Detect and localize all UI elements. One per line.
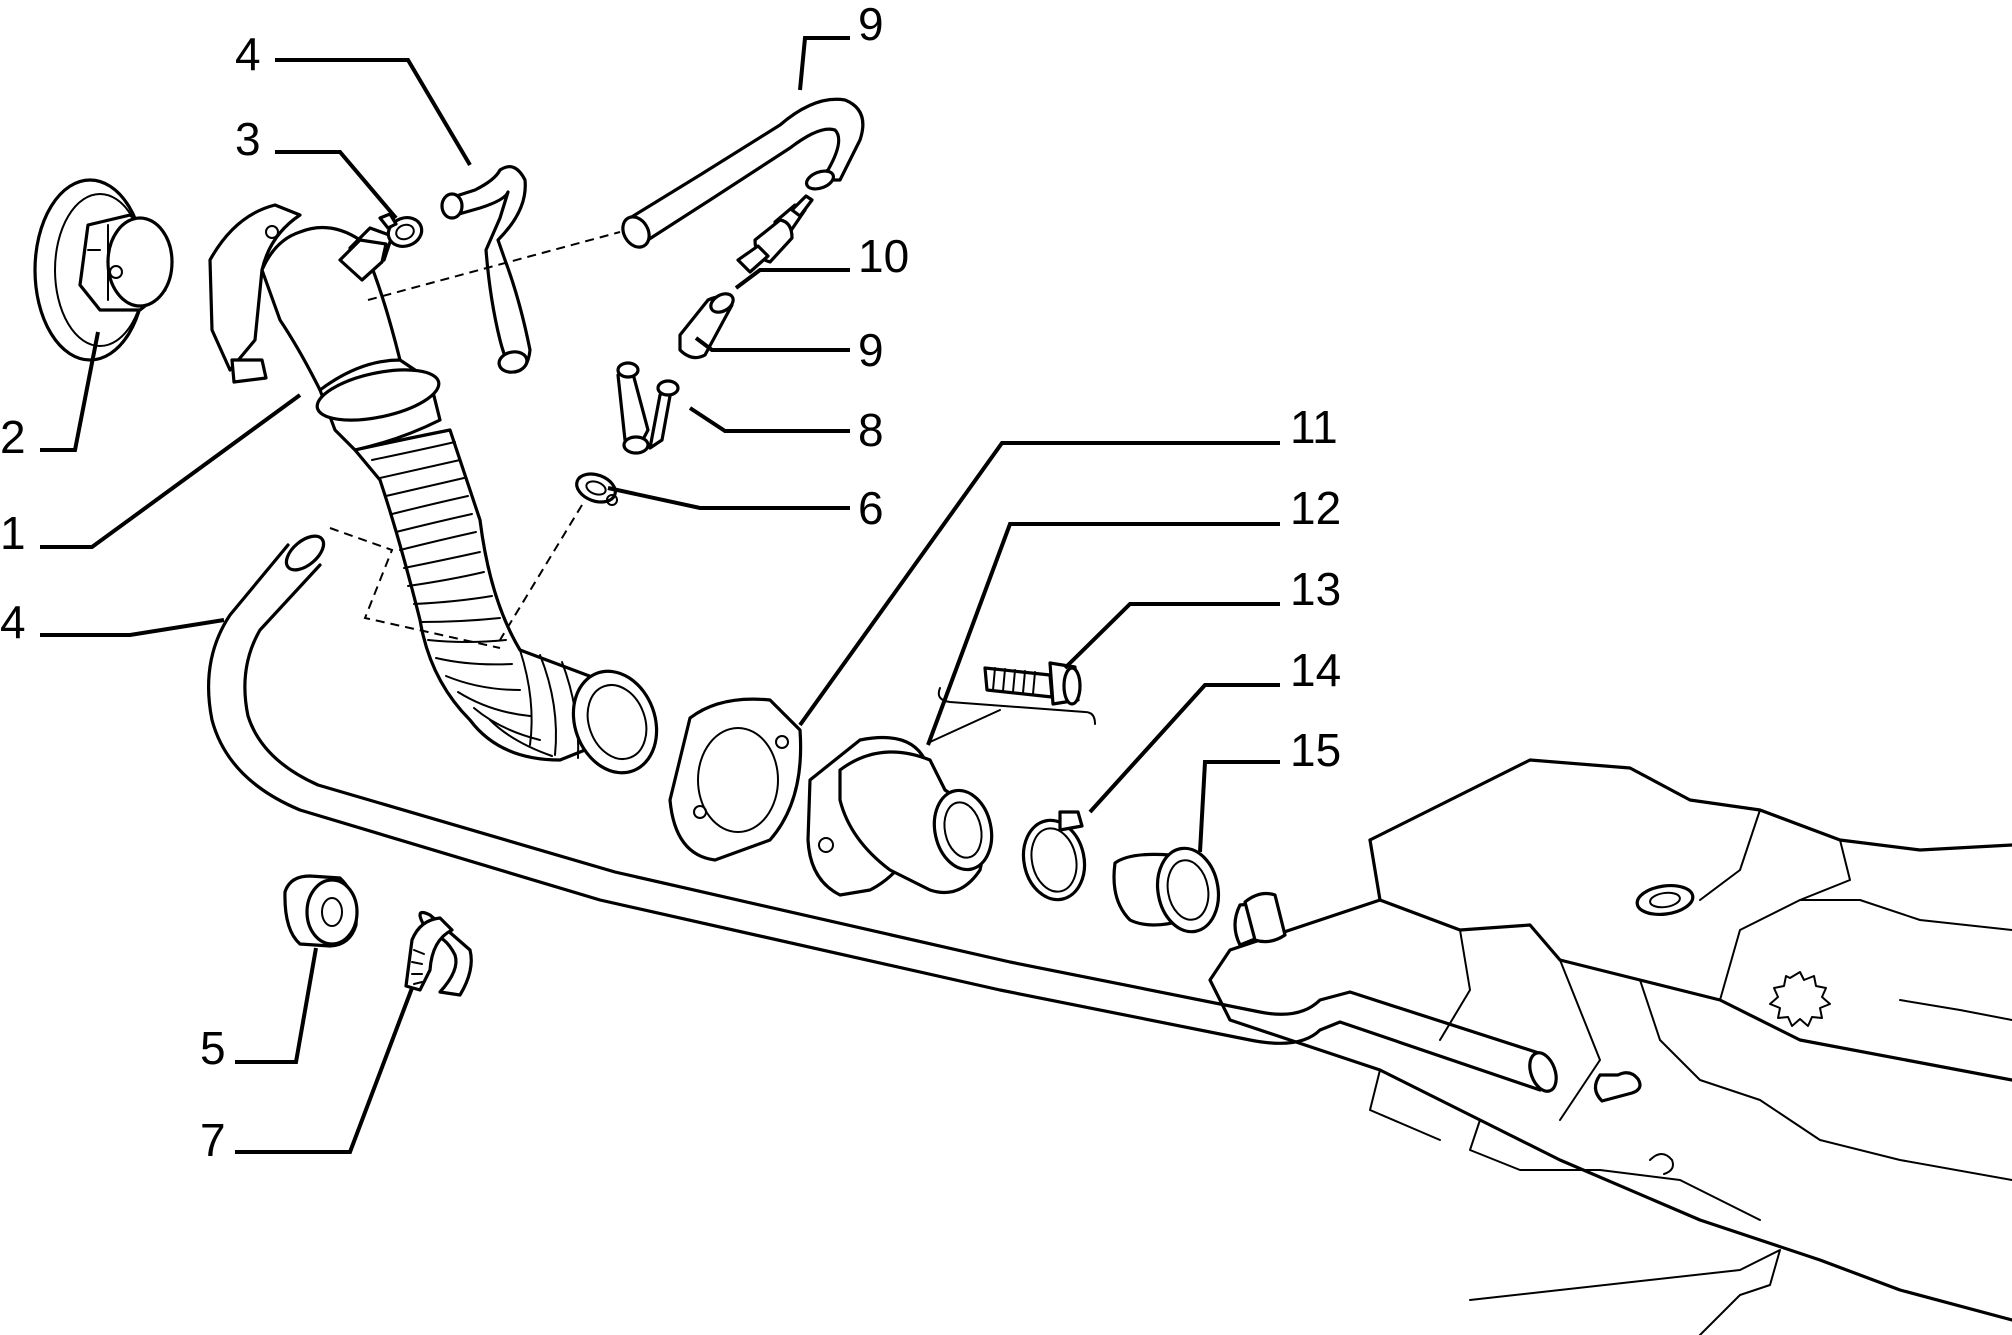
flange-gasket <box>668 697 803 862</box>
grommet <box>283 874 359 948</box>
callout-5: 5 <box>200 1022 226 1074</box>
leader-lines <box>40 36 1280 1154</box>
vent-hose-long <box>206 534 1558 1093</box>
callout-7: 7 <box>200 1114 226 1166</box>
breather-hose-upper <box>621 97 865 249</box>
tank-flange <box>806 735 994 897</box>
callout-10: 10 <box>858 230 909 282</box>
callout-2: 2 <box>0 411 26 463</box>
vent-valve <box>736 194 814 274</box>
callout-13: 13 <box>1290 563 1341 615</box>
hose-clamp-14 <box>1021 810 1087 902</box>
assembly-dashed-lines <box>329 231 1001 743</box>
retaining-clip <box>404 910 473 997</box>
callout-labels: 4 3 2 1 4 9 10 9 8 6 11 12 13 14 15 5 7 <box>0 0 1341 1166</box>
flange-bolt <box>937 661 1096 725</box>
filler-neck <box>208 203 659 775</box>
y-connector <box>616 361 680 455</box>
fuel-tank <box>1208 758 2012 1335</box>
hose-clamp-6 <box>575 472 618 506</box>
callout-8: 8 <box>858 404 884 456</box>
hose-sleeve <box>678 292 735 360</box>
callout-9-lower: 9 <box>858 324 884 376</box>
callout-11: 11 <box>1290 401 1338 453</box>
vent-hose-short <box>440 165 532 374</box>
callout-15: 15 <box>1290 724 1341 776</box>
callout-6: 6 <box>858 482 884 534</box>
tank-sleeve <box>1112 846 1287 944</box>
callout-4-lower: 4 <box>0 596 26 648</box>
callout-3: 3 <box>235 113 261 165</box>
callout-4-upper: 4 <box>235 28 261 80</box>
callout-9-upper: 9 <box>858 0 884 50</box>
callout-12: 12 <box>1290 482 1341 534</box>
callout-14: 14 <box>1290 644 1341 696</box>
callout-1: 1 <box>0 507 26 559</box>
fuel-cap <box>33 178 174 362</box>
